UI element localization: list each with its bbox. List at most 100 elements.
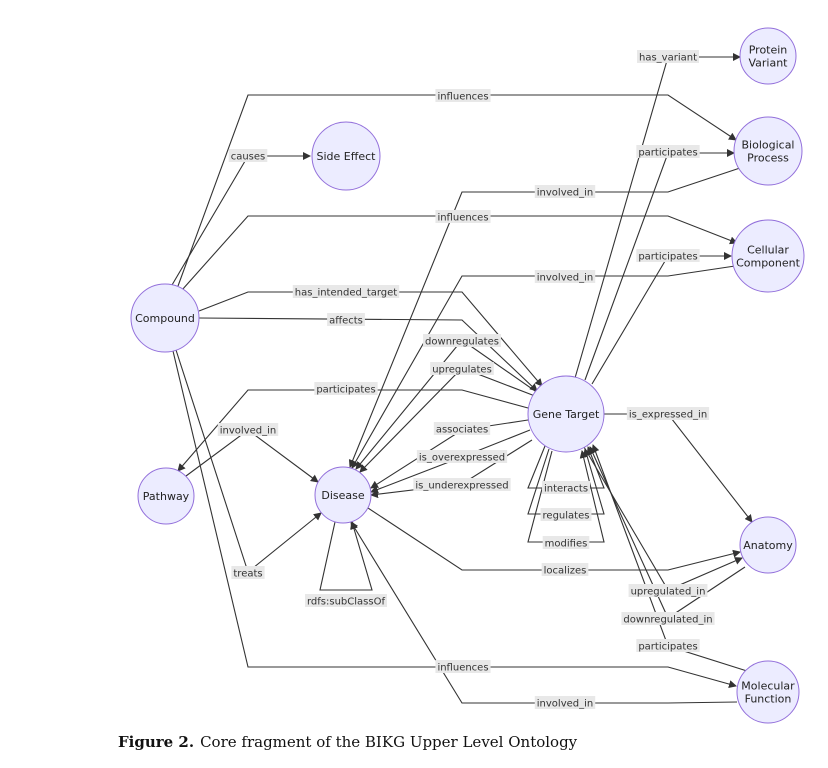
edge-label-is-underexpressed: is_underexpressed — [413, 478, 511, 492]
edge-affects — [198, 317, 538, 392]
edge-label-bg — [534, 185, 596, 198]
edge-label-upregulated-in: upregulated_in — [628, 584, 708, 598]
edge-label-bg — [305, 594, 387, 607]
edge-label-text: participates — [638, 148, 697, 159]
edge-label-bg — [636, 249, 700, 262]
node-label: Disease — [321, 489, 364, 502]
edge-label-downregulates: downregulates — [423, 334, 501, 348]
edge-label-has-intended-target: has_intended_target — [292, 285, 400, 299]
edge-rdfs-subclassof — [319, 521, 373, 591]
node-circle — [311, 121, 381, 191]
edge-label-bg — [327, 313, 365, 326]
edge-gene-participates-cc — [591, 252, 732, 385]
edge-label-bg — [228, 149, 268, 162]
edge-label-text: affects — [329, 316, 363, 327]
edge-label-treats: treats — [231, 566, 265, 580]
node-anatomy: Anatomy — [739, 516, 797, 574]
edge-label-gene-participates-cc: participates — [636, 249, 700, 263]
edge-label-cc-involved-disease: involved_in — [534, 270, 596, 284]
node-circle — [733, 116, 803, 186]
node-circle — [527, 375, 605, 453]
edge-label-bg — [542, 536, 590, 549]
edge-label-is-overexpressed: is_overexpressed — [416, 450, 508, 464]
edge-causes — [171, 152, 311, 286]
edge-label-bp-involved-disease: involved_in — [534, 185, 596, 199]
node-label: Gene Target — [533, 408, 600, 421]
edge-label-text: rdfs:subClassOf — [307, 597, 385, 608]
edge-label-compound-influences-mf: influences — [435, 660, 491, 674]
edge-label-bg — [416, 450, 508, 463]
node-label: Protein — [749, 44, 788, 57]
node-circle — [130, 283, 200, 353]
edge-label-text: localizes — [544, 566, 587, 577]
edge-label-bg — [435, 660, 491, 673]
edge-label-bg — [540, 508, 592, 521]
edge-compound-influences-mf — [172, 350, 737, 688]
edge-label-bg — [292, 285, 400, 298]
edge-label-text: interacts — [544, 484, 588, 495]
edge-label-bg — [621, 612, 715, 625]
edge-label-text: involved_in — [537, 188, 593, 199]
edge-label-has-variant: has_variant — [637, 50, 699, 64]
edge-label-bg — [435, 89, 491, 102]
edge-label-rdfs-subclassof: rdfs:subClassOf — [305, 594, 387, 608]
edge-label-mf-involved-disease: involved_in — [534, 696, 596, 710]
edge-label-bg — [435, 210, 491, 223]
edge-label-bg — [541, 481, 591, 494]
edge-mf-participates — [591, 444, 748, 672]
edge-label-is-expressed-in: is_expressed_in — [626, 407, 710, 421]
node-label: Cellular — [747, 244, 789, 257]
edge-label-bg — [433, 422, 491, 435]
node-label: Function — [745, 693, 792, 706]
edge-label-causes: causes — [228, 149, 268, 163]
node-side-effect: Side Effect — [311, 121, 381, 191]
edge-label-compound-influences-cc: influences — [435, 210, 491, 224]
edge-upregulated-in — [583, 446, 743, 591]
node-circle — [739, 516, 797, 574]
node-circle — [736, 660, 800, 724]
edge-label-associates: associates — [433, 422, 491, 436]
edge-label-text: participates — [638, 252, 697, 263]
node-label: Molecular — [741, 680, 795, 693]
edge-label-text: upregulated_in — [631, 587, 706, 598]
edge-label-text: involved_in — [220, 426, 276, 437]
edge-label-bg — [636, 639, 700, 652]
caption-label: Figure 2. — [118, 733, 195, 751]
edge-label-text: is_overexpressed — [419, 453, 505, 464]
edge-label-bg — [534, 270, 596, 283]
edge-label-mf-participates: participates — [636, 639, 700, 653]
edge-label-bg — [637, 50, 699, 63]
edge-label-pathway-participates: participates — [314, 382, 378, 396]
edge-label-text: treats — [233, 569, 262, 580]
edge-label-text: has_variant — [639, 53, 697, 64]
node-label: Variant — [748, 57, 788, 70]
edge-label-bg — [217, 423, 279, 436]
node-gene-target: Gene Target — [527, 375, 605, 453]
edge-label-text: upregulates — [432, 365, 492, 376]
edge-label-text: modifies — [545, 539, 588, 550]
edge-label-text: is_underexpressed — [415, 481, 508, 492]
edge-label-bg — [626, 407, 710, 420]
node-label: Compound — [135, 312, 195, 325]
edge-label-bg — [430, 362, 494, 375]
edge-label-text: influences — [437, 663, 488, 674]
node-circle — [731, 219, 805, 293]
edge-label-text: influences — [437, 213, 488, 224]
edge-treats — [175, 349, 322, 573]
edge-is-expressed-in — [604, 413, 753, 523]
node-label: Anatomy — [743, 539, 793, 552]
edge-label-upregulates: upregulates — [430, 362, 494, 376]
edge-pathway-involved-disease — [185, 429, 319, 483]
node-label: Side Effect — [317, 150, 377, 163]
edge-label-bg — [628, 584, 708, 597]
edge-label-text: is_expressed_in — [629, 410, 707, 421]
figure-caption: Figure 2.Core fragment of the BIKG Upper… — [118, 733, 577, 751]
edge-label-layer: has_variant influences causes participates i… — [217, 50, 715, 710]
edge-label-bg — [423, 334, 501, 347]
edge-downregulates — [355, 339, 539, 470]
